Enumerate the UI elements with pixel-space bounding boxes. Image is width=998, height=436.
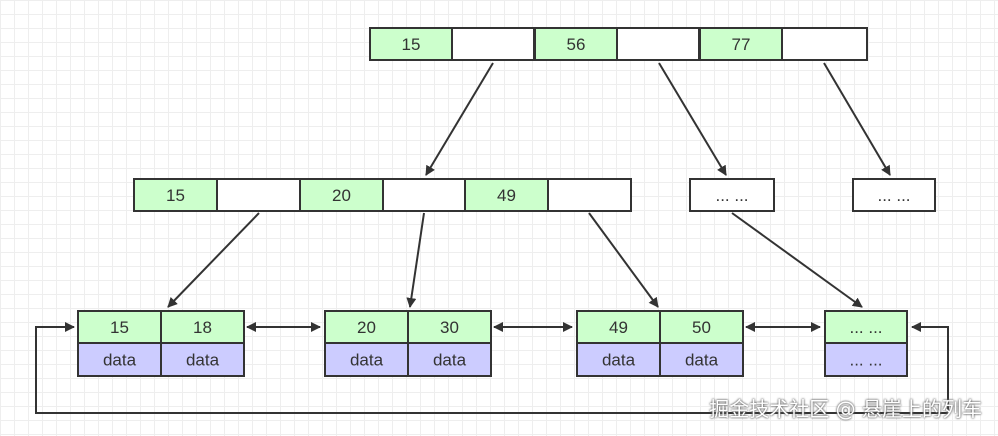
root-key-cell-label: 56 (567, 35, 586, 54)
leaf-key-cell-box (324, 310, 409, 344)
leaf-data-cell-label: data (685, 351, 719, 370)
leaf-key-cell: ... ... (824, 310, 908, 344)
leaf-data-cell: ... ... (824, 342, 908, 377)
leaf-data-cell: data (324, 342, 409, 377)
leaf-data-cell-box (824, 342, 908, 377)
root-pointer-cell (451, 27, 535, 61)
leaf-data-cell-label: ... ... (849, 351, 882, 370)
pointer-arrow (167, 212, 260, 308)
internal-key-cell: 49 (464, 178, 549, 212)
leaf-key-cell-label: 18 (193, 318, 212, 337)
leaf-data-cell-box (659, 342, 744, 377)
internal-key-cell-label: 49 (497, 186, 516, 205)
internal-key-cell-label: 20 (332, 186, 351, 205)
leaf-key-cell: 20 (324, 310, 409, 344)
leaf-key-cell-box (77, 310, 162, 344)
leaf-data-cell-label: data (350, 351, 384, 370)
pointer-arrow (588, 212, 659, 308)
root-key-cell-label: 15 (402, 35, 421, 54)
internal-node-elided: ... ... (852, 178, 936, 212)
leaf-key-cell-label: ... ... (849, 318, 882, 337)
internal-pointer-cell (382, 178, 467, 212)
root-key-cell: 15 (369, 27, 453, 61)
leaf-data-cell-box (576, 342, 661, 377)
internal-key-cell: 20 (299, 178, 384, 212)
internal-node-elided-label: ... ... (877, 186, 910, 205)
leaf-key-cell: 49 (576, 310, 661, 344)
internal-node-elided: ... ... (689, 178, 775, 212)
leaf-data-cell-label: data (186, 351, 220, 370)
internal-node-elided-box (689, 178, 775, 212)
internal-pointer-cell-box (216, 178, 301, 212)
leaf-key-cell: 18 (160, 310, 245, 344)
leaf-key-cell: 15 (77, 310, 162, 344)
leaf-data-cell: data (576, 342, 661, 377)
internal-node-elided-label: ... ... (715, 186, 748, 205)
leaf-key-cell-label: 50 (692, 318, 711, 337)
leaf-data-cell-box (324, 342, 409, 377)
internal-pointer-cell-box (547, 178, 632, 212)
leaf-key-cell-box (407, 310, 492, 344)
leaf-data-cell-box (77, 342, 162, 377)
watermark-text: 掘金技术社区 @ 悬崖上的列车 (709, 397, 982, 421)
leaf-data-cell-box (160, 342, 245, 377)
root-key-cell: 77 (699, 27, 783, 61)
leaf-data-cell: data (77, 342, 162, 377)
internal-pointer-cell-box (382, 178, 467, 212)
leaf-loop-link (35, 322, 949, 414)
leaf-key-cell: 30 (407, 310, 492, 344)
leaf-data-cell-label: data (433, 351, 467, 370)
leaf-key-cell-box (160, 310, 245, 344)
leaf-data-cell: data (407, 342, 492, 377)
internal-key-cell: 15 (133, 178, 218, 212)
root-pointer-cell-box (616, 27, 700, 61)
pointer-arrow (425, 62, 494, 176)
leaf-data-cell-box (407, 342, 492, 377)
root-pointer-cell (616, 27, 700, 61)
root-pointer-cell (781, 27, 868, 61)
leaf-key-cell-label: 20 (357, 318, 376, 337)
leaf-key-cell-box (576, 310, 661, 344)
leaf-key-cell-label: 30 (440, 318, 459, 337)
leaf-data-cell: data (659, 342, 744, 377)
leaf-data-cell: data (160, 342, 245, 377)
leaf-key-cell-label: 15 (110, 318, 129, 337)
internal-key-cell-box (133, 178, 218, 212)
leaf-key-cell: 50 (659, 310, 744, 344)
edge-layer (35, 62, 949, 414)
leaf-data-cell-label: data (103, 351, 137, 370)
internal-pointer-cell (216, 178, 301, 212)
pointer-arrow (823, 62, 891, 176)
internal-key-cell-label: 15 (166, 186, 185, 205)
pointer-arrow (406, 212, 425, 308)
pointer-arrow (658, 62, 727, 176)
root-key-cell-label: 77 (732, 35, 751, 54)
root-pointer-cell-box (781, 27, 868, 61)
leaf-key-cell-label: 49 (609, 318, 628, 337)
root-key-cell-box (369, 27, 453, 61)
internal-key-cell-box (464, 178, 549, 212)
leaf-key-cell-box (824, 310, 908, 344)
internal-node-elided-box (852, 178, 936, 212)
node-layer: 15 56 77 15 20 49 ... ... ... ... 15 18 data data 20… (77, 27, 936, 377)
pointer-arrow (731, 212, 863, 308)
internal-key-cell-box (299, 178, 384, 212)
root-pointer-cell-box (451, 27, 535, 61)
root-key-cell-box (534, 27, 618, 61)
internal-pointer-cell (547, 178, 632, 212)
leaf-data-cell-label: data (602, 351, 636, 370)
root-key-cell: 56 (534, 27, 618, 61)
